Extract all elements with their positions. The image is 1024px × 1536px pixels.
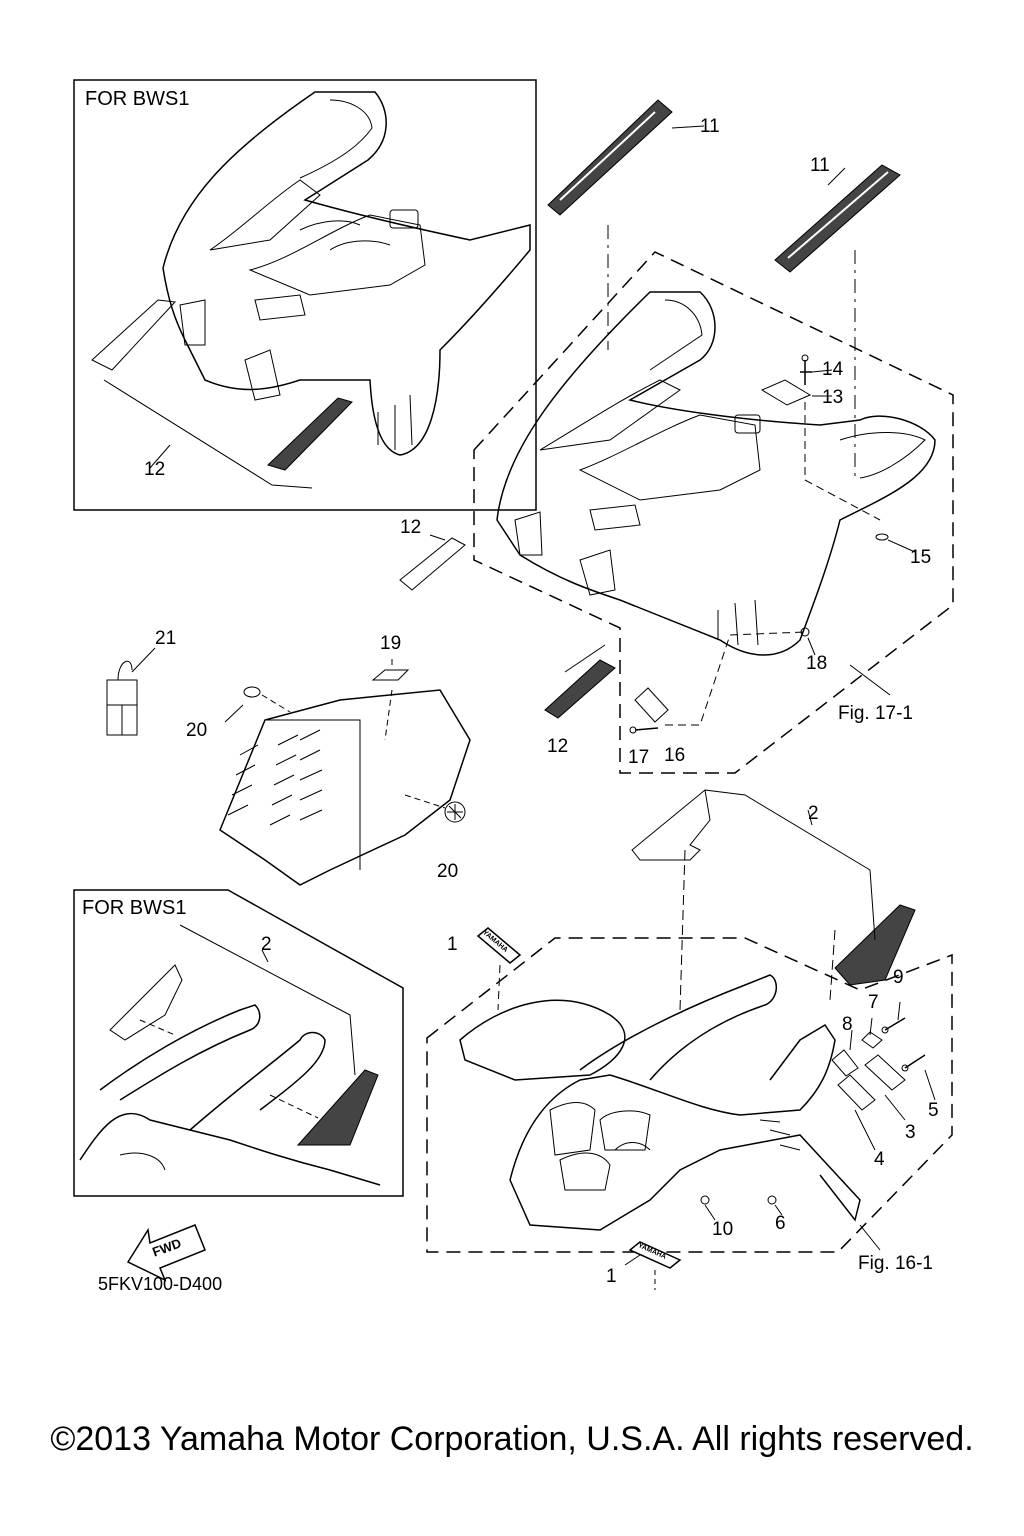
callout-2: 2 bbox=[261, 934, 272, 955]
callout-4: 4 bbox=[874, 1149, 885, 1170]
screw-14 bbox=[800, 360, 812, 385]
decal-12-side bbox=[399, 537, 466, 591]
inset-title-top: FOR BWS1 bbox=[85, 88, 190, 110]
callout-12: 12 bbox=[144, 459, 166, 480]
fig-17-1-region bbox=[473, 251, 954, 774]
callout-21: 21 bbox=[155, 628, 177, 649]
callout-20: 20 bbox=[437, 861, 459, 882]
callout-18: 18 bbox=[806, 653, 828, 674]
rear-decal-inset bbox=[267, 397, 353, 471]
decal-12-bottom bbox=[544, 659, 616, 719]
callout-14: 14 bbox=[822, 359, 844, 380]
inset-decal-2-rear bbox=[296, 1069, 379, 1146]
nut-6 bbox=[767, 1195, 777, 1205]
gasket-7 bbox=[861, 1031, 883, 1049]
callout-10: 10 bbox=[712, 1219, 734, 1240]
side-decal-inset bbox=[91, 299, 177, 371]
screw-9 bbox=[884, 1017, 906, 1031]
part-code: 5FKV100-D400 bbox=[98, 1274, 223, 1294]
callout-8: 8 bbox=[842, 1014, 853, 1035]
callout-2: 2 bbox=[808, 803, 819, 824]
callout-12: 12 bbox=[400, 517, 422, 538]
decal-11-right bbox=[774, 164, 901, 273]
callout-7: 7 bbox=[868, 992, 879, 1013]
decal-2-upper bbox=[631, 789, 711, 861]
cap-20-lower bbox=[444, 801, 466, 823]
callout-17: 17 bbox=[628, 747, 650, 768]
fig-16-1-region bbox=[426, 937, 953, 1253]
callout-20: 20 bbox=[186, 720, 208, 741]
callout-12: 12 bbox=[547, 736, 569, 757]
inset-bottom-fender bbox=[79, 1004, 381, 1186]
figure-ref-17-1: Fig. 17-1 bbox=[838, 703, 913, 724]
callout-1: 1 bbox=[447, 934, 458, 955]
callout-5: 5 bbox=[928, 1100, 939, 1121]
grommet-15 bbox=[875, 533, 889, 541]
fwd-arrow bbox=[126, 1224, 206, 1282]
front-fender bbox=[459, 974, 861, 1231]
cap-20-upper bbox=[243, 686, 261, 698]
plate-13 bbox=[760, 379, 812, 406]
gasket-8 bbox=[831, 1049, 859, 1077]
cover-19 bbox=[219, 689, 471, 886]
callout-9: 9 bbox=[893, 967, 904, 988]
inset-box-bottom bbox=[73, 889, 404, 1197]
screw-17 bbox=[634, 727, 659, 731]
callout-16: 16 bbox=[664, 745, 686, 766]
callout-3: 3 bbox=[905, 1122, 916, 1143]
nut-10 bbox=[700, 1195, 710, 1205]
decal-1-bottom bbox=[624, 1241, 682, 1290]
plate-16 bbox=[634, 687, 669, 723]
tag-21 bbox=[106, 660, 138, 736]
figure-ref-16-1: Fig. 16-1 bbox=[858, 1253, 933, 1274]
rear-fender-main bbox=[496, 291, 936, 656]
decal-2-rear bbox=[834, 904, 916, 986]
callout-19: 19 bbox=[380, 633, 402, 654]
copyright-notice: ©2013 Yamaha Motor Corporation, U.S.A. A… bbox=[50, 1420, 974, 1458]
screw-5 bbox=[904, 1054, 926, 1069]
plate-3 bbox=[864, 1054, 906, 1091]
callout-6: 6 bbox=[775, 1213, 786, 1234]
inset-box-top bbox=[73, 79, 537, 511]
plate-4 bbox=[837, 1074, 876, 1111]
inset-title-bottom: FOR BWS1 bbox=[82, 897, 187, 919]
callout-15: 15 bbox=[910, 547, 932, 568]
callout-13: 13 bbox=[822, 387, 844, 408]
callout-11: 11 bbox=[810, 155, 830, 176]
label-19 bbox=[371, 669, 410, 681]
callout-1: 1 bbox=[606, 1266, 617, 1287]
rear-fender-inset bbox=[162, 91, 531, 456]
callout-11: 11 bbox=[700, 116, 720, 137]
decal-1-top bbox=[476, 927, 522, 1011]
decal-11-top bbox=[547, 99, 673, 216]
inset-decal-2-front bbox=[109, 964, 183, 1041]
